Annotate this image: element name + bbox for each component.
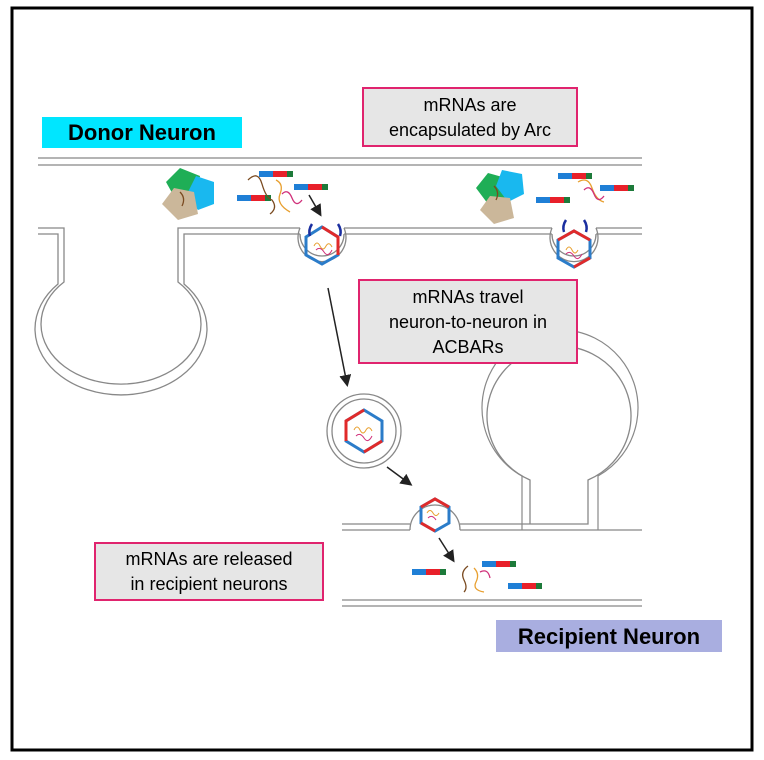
mrna-cluster-released	[412, 561, 542, 593]
callout-travel-line-3: ACBARs	[432, 337, 503, 357]
callout-travel-line-1: mRNAs travel	[412, 287, 523, 307]
donor-neuron-label: Donor Neuron	[42, 117, 242, 148]
donor-label-bg	[42, 117, 242, 148]
flow-arrows	[308, 194, 455, 563]
free-acbar-vesicle	[326, 393, 402, 469]
callout-encapsulated-box	[362, 87, 578, 147]
recipient-label-bg	[496, 620, 722, 652]
capsid-pit-1	[304, 225, 340, 266]
capsid-pit-2	[556, 229, 592, 269]
arc-protein-cluster-2	[476, 170, 524, 224]
capsid-fusion	[419, 497, 451, 533]
arrow-to-pit	[308, 194, 322, 217]
capsid-free	[344, 408, 384, 454]
arc-coat-fragments	[308, 219, 588, 237]
mrna-cluster-donor-2	[536, 173, 634, 203]
callout-released-line-1: mRNAs are released	[125, 549, 292, 569]
donor-membrane	[34, 157, 642, 396]
donor-label-text: Donor Neuron	[68, 120, 216, 145]
arrow-to-release	[438, 537, 455, 563]
callout-released-line-2: in recipient neurons	[130, 574, 287, 594]
arrow-to-vesicle	[327, 287, 352, 387]
recipient-neuron-label: Recipient Neuron	[496, 620, 722, 652]
recipient-label-text: Recipient Neuron	[518, 624, 700, 649]
callout-travel: mRNAs travel neuron-to-neuron in ACBARs	[358, 279, 578, 364]
callout-travel-box	[358, 279, 578, 364]
callout-released-box	[94, 542, 324, 601]
callout-travel-line-2: neuron-to-neuron in	[389, 312, 547, 332]
mrna-cluster-donor-1	[237, 171, 328, 215]
callout-encapsulated-line-1: mRNAs are	[423, 95, 516, 115]
callout-released: mRNAs are released in recipient neurons	[94, 542, 324, 601]
arrow-to-fusion	[386, 466, 413, 486]
callout-encapsulated: mRNAs are encapsulated by Arc	[362, 87, 578, 147]
arc-protein-cluster-1	[162, 168, 214, 220]
callout-encapsulated-line-2: encapsulated by Arc	[389, 120, 551, 140]
